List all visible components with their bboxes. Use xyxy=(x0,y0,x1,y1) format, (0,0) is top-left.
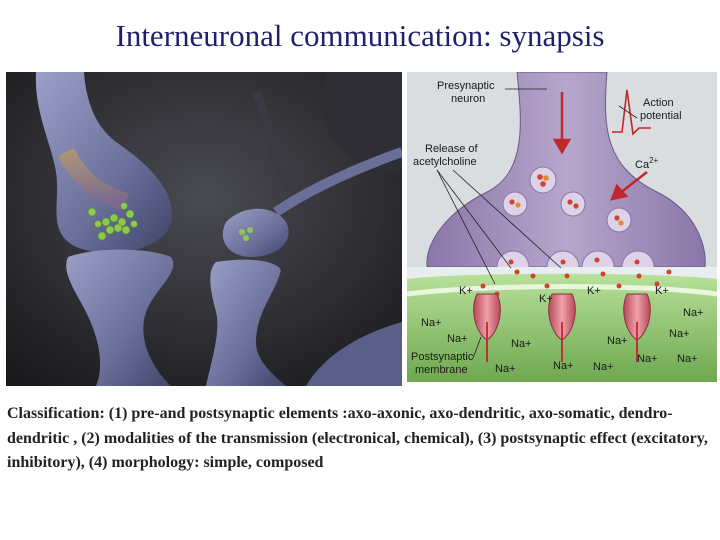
label-presynaptic: Presynaptic xyxy=(437,80,495,92)
ion-label: Na+ xyxy=(593,361,614,373)
ion-label: K+ xyxy=(459,285,473,297)
label-neuron: neuron xyxy=(451,93,485,105)
vesicles xyxy=(502,166,632,233)
label-release-of: Release of xyxy=(425,143,479,155)
ion-label: Na+ xyxy=(677,353,698,365)
label-membrane: membrane xyxy=(415,364,468,376)
ion-label: Na+ xyxy=(421,317,442,329)
ion-label: K+ xyxy=(587,285,601,297)
page-title: Interneuronal communication: synapsis xyxy=(115,18,605,53)
label-acetylcholine: acetylcholine xyxy=(413,156,477,168)
ion-label: Na+ xyxy=(495,363,516,375)
action-potential-trace xyxy=(612,89,651,136)
ion-label: Na+ xyxy=(683,307,704,319)
ion-label: Na+ xyxy=(511,338,532,350)
ion-label: Na+ xyxy=(607,335,628,347)
label-postsynaptic: Postsynaptic xyxy=(411,351,474,363)
label-action: Action xyxy=(643,97,674,109)
ion-label: Na+ xyxy=(553,360,574,372)
ion-label: Na+ xyxy=(447,333,468,345)
synapse-illustration xyxy=(6,72,402,386)
synapse-diagram: Presynaptic neuron Action potential Rele… xyxy=(407,72,717,382)
classification-caption: Classification: (1) pre-and postsynaptic… xyxy=(7,405,708,471)
ion-label: Na+ xyxy=(669,328,690,340)
label-potential: potential xyxy=(640,110,682,122)
ion-label: K+ xyxy=(655,285,669,297)
ion-labels: K+ K+ K+ K+ Na+ Na+ Na+ Na+ Na+ Na+ Na+ … xyxy=(421,285,704,375)
ion-label: K+ xyxy=(539,293,553,305)
label-ca: Ca2+ xyxy=(635,156,659,171)
ion-label: Na+ xyxy=(637,353,658,365)
